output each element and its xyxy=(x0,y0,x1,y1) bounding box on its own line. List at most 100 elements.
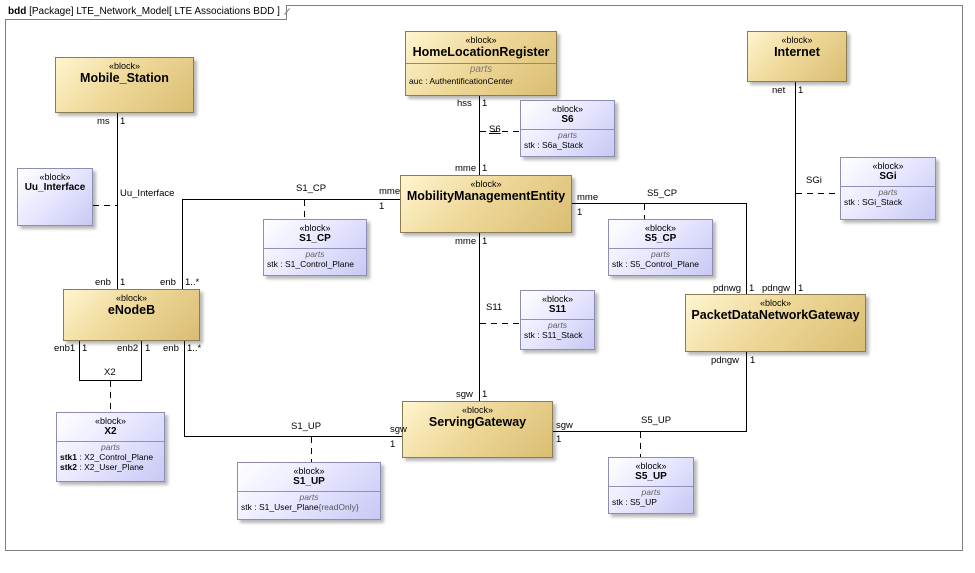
multiplicity-label: 1 xyxy=(798,85,804,96)
association-name-label: X2 xyxy=(104,367,116,378)
association-name-label: SGi xyxy=(806,175,822,186)
multiplicity-label: 1 xyxy=(145,343,151,354)
stereotype-label: «block» xyxy=(781,35,813,45)
block-name: Uu_Interface xyxy=(24,182,86,193)
block-name: SGi xyxy=(879,171,897,182)
block-name: eNodeB xyxy=(107,303,156,317)
multiplicity-label: 1 xyxy=(749,283,755,294)
assoc-enb-mme-s1cp[interactable] xyxy=(182,199,401,290)
role-label: sgw xyxy=(556,420,573,431)
association-name-label: S11 xyxy=(486,302,503,313)
multiplicity-label: 1 xyxy=(482,163,488,174)
block-enodeb[interactable]: «block» eNodeB xyxy=(63,289,200,341)
block-s11[interactable]: «block» S11 parts stk : S11_Stack xyxy=(520,290,595,350)
part-property: stk : S5_UP xyxy=(612,497,657,507)
block-name: S1_UP xyxy=(293,476,325,487)
part-property: stk : S6a_Stack xyxy=(524,140,584,150)
role-label: pdngw xyxy=(711,355,739,366)
diagram-kind: bdd xyxy=(8,6,27,17)
multiplicity-label: 1 xyxy=(750,355,756,366)
parts-compartment-label: parts xyxy=(305,249,325,259)
stereotype-label: «block» xyxy=(635,461,667,471)
part-property: stk : S11_Stack xyxy=(524,330,583,340)
role-label: mme xyxy=(577,192,599,203)
role-label: enb xyxy=(160,277,176,288)
block-s5-cp[interactable]: «block» S5_CP parts stk : S5_Control_Pla… xyxy=(608,219,713,276)
role-label: enb1 xyxy=(54,343,76,354)
role-label: hss xyxy=(457,98,472,109)
block-home-location-register[interactable]: «block» HomeLocationRegister parts auc :… xyxy=(405,31,557,96)
association-name-label: Uu_Interface xyxy=(120,188,175,199)
block-name: ServingGateway xyxy=(428,415,527,429)
assoc-enb-sgw-s1up[interactable] xyxy=(184,341,403,437)
association-name-label: S5_UP xyxy=(641,415,672,426)
stereotype-label: «block» xyxy=(39,172,71,182)
association-name-label: S5_CP xyxy=(647,188,678,199)
role-label: enb xyxy=(95,277,111,288)
block-sgi[interactable]: «block» SGi parts stk : SGi_Stack xyxy=(840,157,936,220)
role-label: ms xyxy=(97,116,110,127)
association-name-label: S6 xyxy=(489,124,501,135)
block-uu-interface[interactable]: «block» Uu_Interface xyxy=(17,168,93,226)
multiplicity-label: 1 xyxy=(482,389,488,400)
parts-compartment-label: parts xyxy=(299,492,319,502)
multiplicity-label: 1 xyxy=(120,116,126,127)
block-mobile-station[interactable]: «block» Mobile_Station xyxy=(55,57,194,113)
assoc-enb-x2-loop[interactable] xyxy=(79,341,142,381)
parts-compartment-label: parts xyxy=(548,320,567,330)
assoc-sgw-pdngw-s5up[interactable] xyxy=(553,352,747,432)
block-name: S1_CP xyxy=(299,233,331,244)
stereotype-label: «block» xyxy=(461,405,494,415)
block-name: S5_CP xyxy=(644,233,677,244)
role-label: net xyxy=(772,85,786,96)
parts-compartment-label: parts xyxy=(558,130,577,140)
stereotype-label: «block» xyxy=(108,61,141,71)
part-property: stk2 : X2_User_Plane xyxy=(60,462,144,472)
stereotype-label: «block» xyxy=(465,35,497,45)
block-internet[interactable]: «block» Internet xyxy=(747,31,847,82)
block-serving-gateway[interactable]: «block» ServingGateway xyxy=(402,401,553,458)
part-property: stk : S1_Control_Plane xyxy=(267,259,354,269)
role-label: sgw xyxy=(390,424,407,435)
multiplicity-label: 1 xyxy=(390,439,396,450)
part-property: stk : S1_User_Plane{readOnly} xyxy=(241,502,359,512)
association-name-label: S1_CP xyxy=(296,183,327,194)
stereotype-label: «block» xyxy=(551,104,584,114)
multiplicity-label: 1 xyxy=(798,283,804,294)
parts-compartment-label: parts xyxy=(641,487,661,497)
stereotype-label: «block» xyxy=(470,179,502,189)
block-s1-cp[interactable]: «block» S1_CP parts stk : S1_Control_Pla… xyxy=(263,219,367,276)
block-x2[interactable]: «block» X2 parts stk1 : X2_Control_Plane… xyxy=(56,412,165,482)
parts-compartment-label: parts xyxy=(469,64,493,75)
block-s6[interactable]: «block» S6 parts stk : S6a_Stack xyxy=(520,100,615,157)
multiplicity-label: 1 xyxy=(82,343,88,354)
assoc-mme-pdngw[interactable] xyxy=(572,203,747,295)
block-name: MobilityManagementEntity xyxy=(406,189,566,203)
block-name: S6 xyxy=(561,114,574,125)
role-label: mme xyxy=(455,236,477,247)
part-property: stk1 : X2_Control_Plane xyxy=(60,452,154,462)
stereotype-label: «block» xyxy=(759,298,792,308)
multiplicity-label: 1 xyxy=(482,236,488,247)
part-property: auc : AuthentificationCenter xyxy=(409,76,513,86)
part-property: stk : SGi_Stack xyxy=(844,197,903,207)
role-label: pdngw xyxy=(762,283,790,294)
block-packet-data-network-gateway[interactable]: «block» PacketDataNetworkGateway xyxy=(685,294,866,352)
block-s5-up[interactable]: «block» S5_UP parts stk : S5_UP xyxy=(608,457,694,514)
multiplicity-label: 1 xyxy=(556,434,562,445)
association-name-label: S1_UP xyxy=(291,421,322,432)
role-label: sgw xyxy=(456,389,473,400)
role-label: mme xyxy=(379,186,401,197)
block-s1-up[interactable]: «block» S1_UP parts stk : S1_User_Plane{… xyxy=(237,462,381,520)
parts-compartment-label: parts xyxy=(878,187,898,197)
block-name: X2 xyxy=(104,426,117,437)
block-name: PacketDataNetworkGateway xyxy=(691,308,860,322)
multiplicity-label: 1 xyxy=(120,277,126,288)
stereotype-label: «block» xyxy=(293,466,325,476)
diagram-title: [Package] LTE_Network_Model[ LTE Associa… xyxy=(29,6,280,17)
block-mobility-management-entity[interactable]: «block» MobilityManagementEntity xyxy=(400,175,572,233)
parts-compartment-label: parts xyxy=(101,442,120,452)
multiplicity-label: 1 xyxy=(577,207,583,218)
part-property: stk : S5_Control_Plane xyxy=(612,259,699,269)
